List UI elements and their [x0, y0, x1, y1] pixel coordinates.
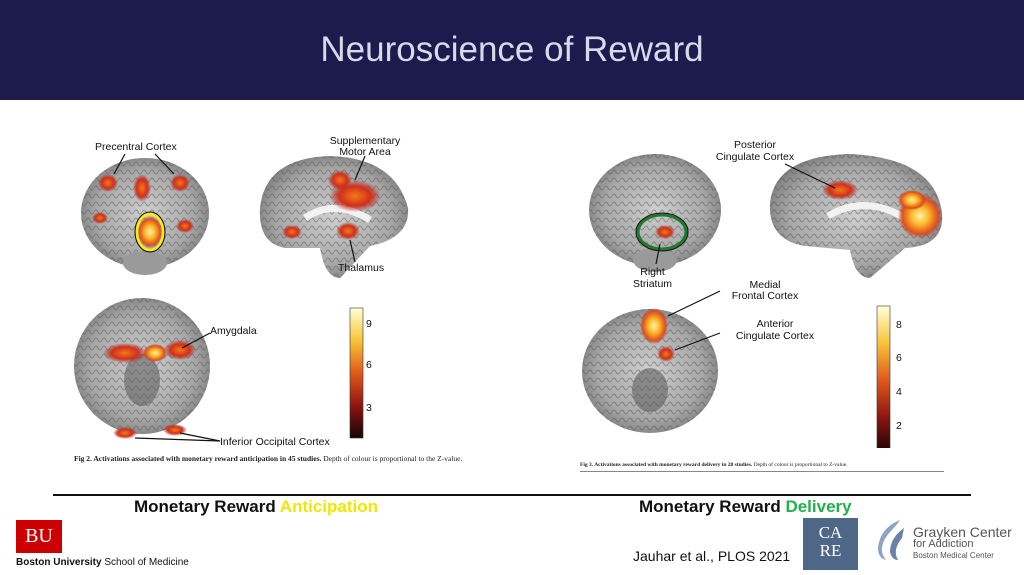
- anticipation-heading: Monetary Reward Anticipation: [134, 497, 378, 517]
- label-supplementary-motor-area-line1: Supplementary: [329, 135, 401, 147]
- anticipation-caption: Fig 2. Activations associated with monet…: [74, 454, 510, 463]
- grayken-logo-icon: [878, 520, 904, 560]
- axial-slice-image: [74, 298, 221, 442]
- bu-school-name: Boston University School of Medicine: [16, 557, 189, 568]
- colorbar-tick: 3: [366, 402, 372, 414]
- bu-name-rest: School of Medicine: [101, 557, 189, 568]
- label-medial-frontal-line1: Medial: [749, 279, 781, 291]
- label-supplementary-motor-area-line2: Motor Area: [339, 146, 391, 158]
- grayken-name-line3: Boston Medical Center: [913, 551, 994, 560]
- axial-slice-image: [582, 290, 721, 433]
- label-inferior-occipital-cortex: Inferior Occipital Cortex: [220, 436, 330, 448]
- care-logo-text: CA RE: [803, 524, 858, 560]
- delivery-caption: Fig 3. Activations associated with monet…: [580, 462, 944, 472]
- colorbar-tick: 9: [366, 318, 372, 330]
- label-anterior-cingulate-line1: Anterior: [756, 318, 794, 330]
- delivery-heading-highlight: Delivery: [785, 497, 852, 516]
- citation: Jauhar et al., PLOS 2021: [633, 548, 791, 564]
- anticipation-heading-prefix: Monetary Reward: [134, 497, 280, 516]
- grayken-name-line1: Grayken Center: [913, 524, 1012, 540]
- bu-name-bold: Boston University: [16, 557, 102, 568]
- coronal-slice-image: [81, 153, 209, 275]
- caption-rest: Depth of colour is proportional to the Z…: [321, 454, 463, 463]
- sagittal-slice-image: [769, 154, 943, 278]
- delivery-brain-images: [582, 154, 943, 448]
- label-right-striatum-line2: Striatum: [632, 278, 673, 290]
- delivery-colorbar: [876, 305, 891, 448]
- slide-title: Neuroscience of Reward: [320, 30, 704, 69]
- label-posterior-cingulate-line1: Posterior: [733, 139, 776, 151]
- care-line2: RE: [819, 541, 842, 560]
- delivery-figure: Posterior Cingulate Cortex Right Striatu…: [580, 128, 950, 478]
- bu-logo: BU: [16, 520, 62, 553]
- grayken-name-line2: for Addiction: [913, 538, 974, 550]
- colorbar-tick: 2: [896, 420, 902, 432]
- caption-bold: Fig 3. Activations associated with monet…: [580, 462, 753, 468]
- label-right-striatum-line1: Right: [640, 266, 665, 278]
- colorbar-tick: 4: [896, 386, 902, 398]
- caption-bold: Fig 2. Activations associated with monet…: [74, 454, 322, 463]
- anticipation-heading-highlight: Anticipation: [279, 497, 379, 516]
- label-precentral-cortex: Precentral Cortex: [95, 141, 177, 153]
- delivery-heading: Monetary Reward Delivery: [639, 497, 852, 517]
- label-medial-frontal-line2: Frontal Cortex: [731, 290, 799, 302]
- delivery-heading-prefix: Monetary Reward: [639, 497, 786, 516]
- anticipation-brain-images: [74, 153, 409, 442]
- anticipation-figure: Precentral Cortex Supplementary Motor Ar…: [70, 128, 510, 478]
- label-anterior-cingulate-line2: Cingulate Cortex: [735, 330, 815, 342]
- bu-logo-mark: BU: [25, 525, 53, 547]
- coronal-slice-image: [589, 154, 721, 272]
- care-line1: CA: [818, 523, 843, 542]
- colorbar-tick: 6: [366, 359, 372, 371]
- care-logo: CA RE: [803, 518, 858, 570]
- section-divider: [53, 494, 971, 496]
- sagittal-slice-image: [259, 155, 409, 278]
- colorbar-tick: 8: [896, 319, 902, 331]
- anticipation-colorbar: [349, 307, 364, 439]
- caption-rest: Depth of colour is proportional to Z-val…: [752, 462, 848, 468]
- slide-header: Neuroscience of Reward: [0, 0, 1024, 100]
- label-thalamus: Thalamus: [338, 262, 385, 274]
- colorbar-tick: 6: [896, 352, 902, 364]
- label-amygdala: Amygdala: [210, 325, 257, 337]
- label-posterior-cingulate-line2: Cingulate Cortex: [715, 151, 795, 163]
